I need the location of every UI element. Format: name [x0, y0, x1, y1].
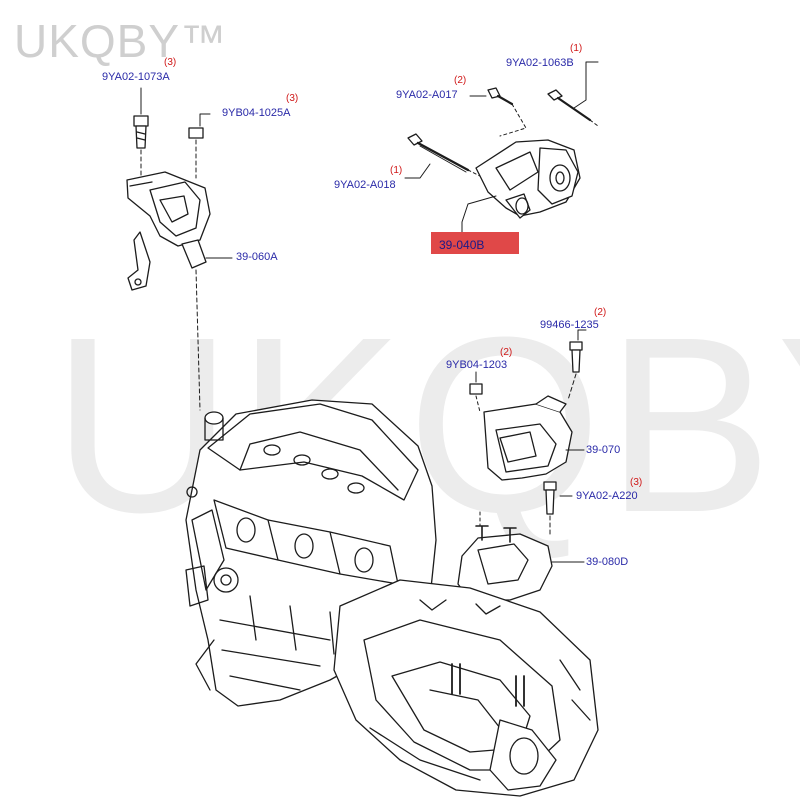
- bolt-99466-1235: [567, 329, 587, 401]
- bracket-39-080d: [457, 511, 585, 601]
- part-label-9yb04-1025a: 9YB04-1025A: [222, 107, 291, 119]
- bolt-9ya02-a017: [469, 87, 527, 137]
- part-label-9ya02-a017: 9YA02-A017: [396, 89, 458, 101]
- quantity-9ya02-a017: (2): [454, 75, 467, 86]
- quantity-99466-1235: (2): [594, 307, 607, 318]
- bolt-9ya02-1063b: [547, 61, 599, 127]
- quantity-9yb04-1025a: (3): [286, 93, 299, 104]
- quantity-9ya02-1063b: (1): [570, 43, 583, 54]
- quantity-9ya02-a018: (1): [390, 165, 403, 176]
- part-label-9ya02-a018: 9YA02-A018: [334, 179, 396, 191]
- watermark-small: UKQBY™: [14, 15, 228, 67]
- quantity-9ya02-a220: (3): [630, 477, 643, 488]
- quantity-9ya02-1073a: (3): [164, 57, 177, 68]
- bolt-9ya02-a220: [543, 481, 573, 537]
- part-label-39-060a: 39-060A: [236, 251, 278, 263]
- part-label-9yb04-1203: 9YB04-1203: [446, 359, 508, 371]
- quantity-9yb04-1203: (2): [500, 347, 513, 358]
- part-label-9ya02-a220: 9YA02-A220: [576, 490, 638, 502]
- part-label-39-070: 39-070: [586, 444, 621, 456]
- part-label-39-080d: 39-080D: [586, 556, 629, 568]
- highlighted-part-box: [431, 232, 519, 254]
- bolt-9ya02-1073a: [133, 87, 149, 179]
- gearbox: [333, 579, 599, 797]
- part-label-39-040b: 39-040B: [439, 238, 485, 252]
- part-label-99466-1235: 99466-1235: [540, 319, 599, 331]
- bolt-9ya02-a018: [404, 133, 481, 179]
- mount-39-040b: [461, 139, 581, 233]
- mount-39-060a: [126, 171, 233, 411]
- nut-9yb04-1203: [469, 371, 483, 413]
- mount-39-070: [483, 395, 585, 481]
- nut-9yb04-1025a: [188, 113, 211, 179]
- part-label-9ya02-1063b: 9YA02-1063B: [506, 57, 574, 69]
- part-label-9ya02-1073a: 9YA02-1073A: [102, 71, 170, 83]
